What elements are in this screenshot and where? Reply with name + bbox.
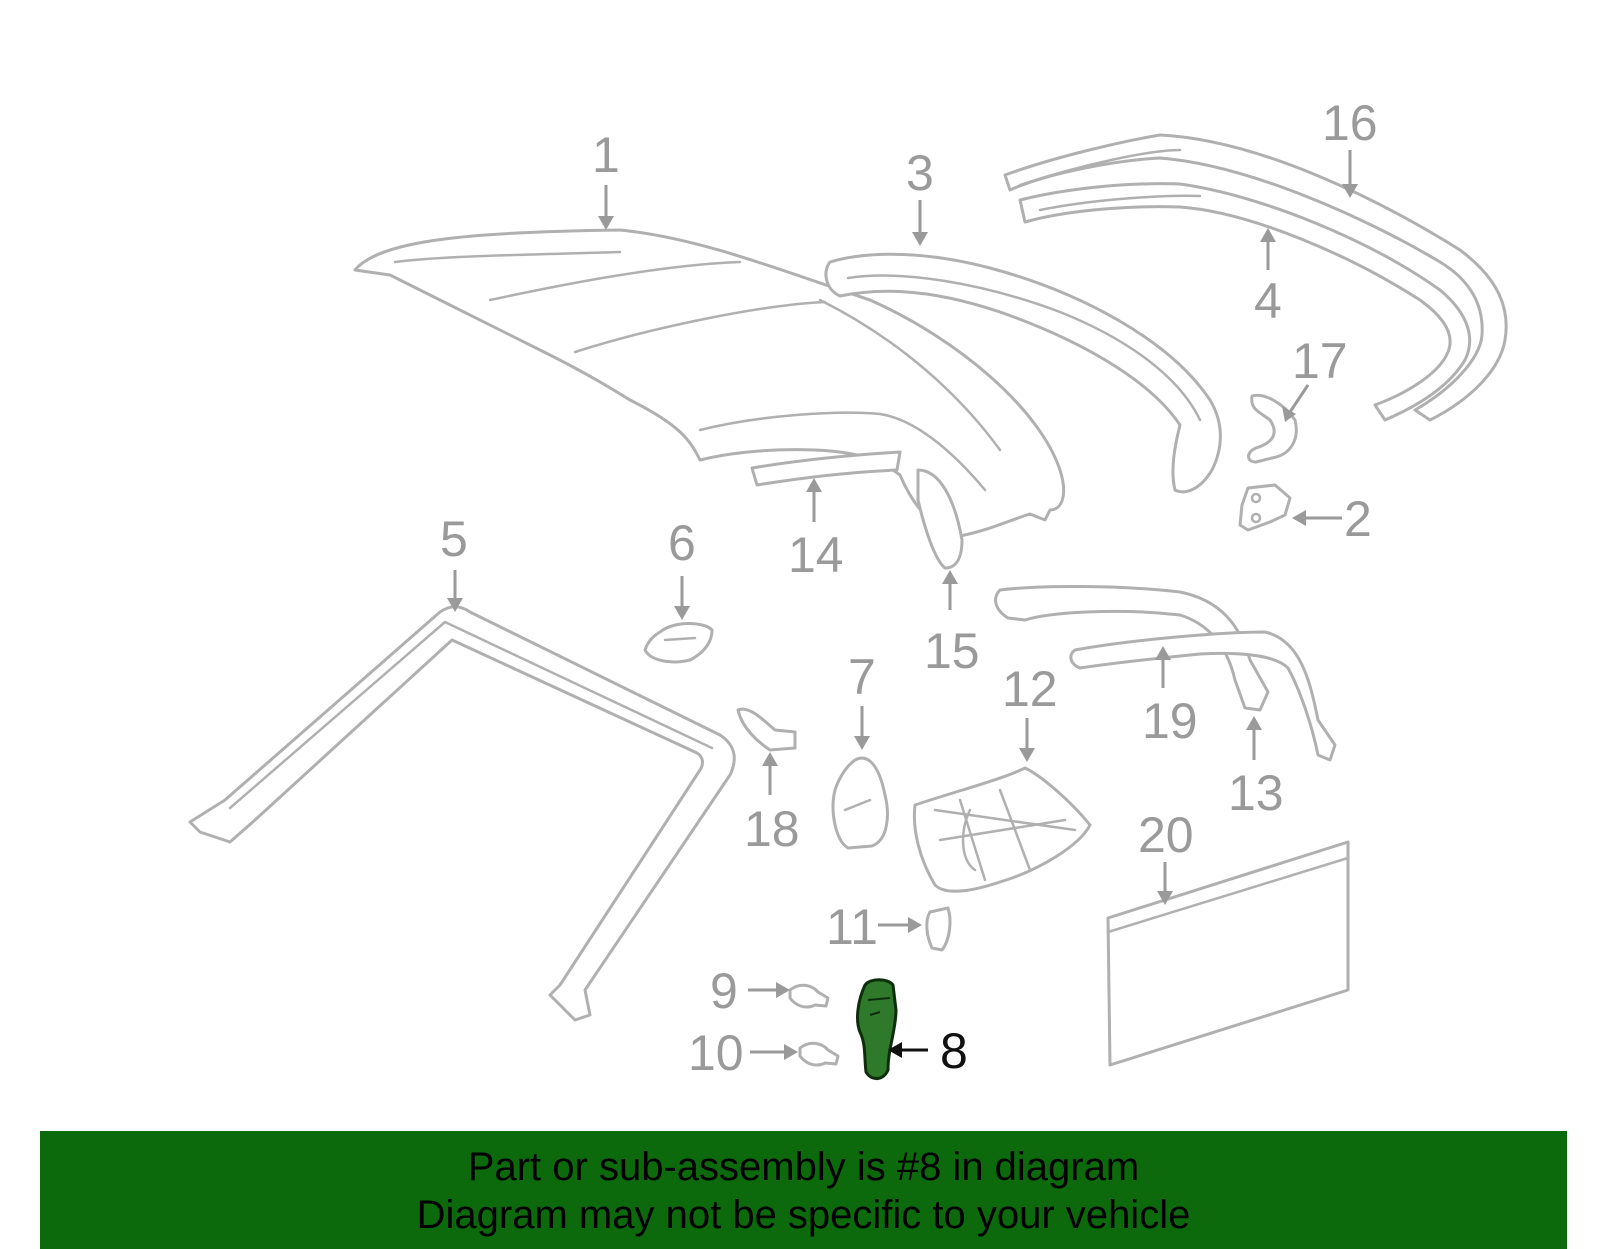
label-7: 7	[848, 649, 876, 705]
callout-16: 16	[1322, 95, 1378, 198]
label-18: 18	[744, 801, 800, 857]
callout-18: 18	[744, 752, 800, 857]
callout-8: 8	[888, 1023, 968, 1079]
callout-9: 9	[710, 963, 790, 1019]
label-16: 16	[1322, 95, 1378, 151]
callout-20: 20	[1138, 807, 1194, 905]
callout-12: 12	[1002, 661, 1058, 762]
part-3-weatherstrip[interactable]	[824, 252, 1222, 494]
callout-10: 10	[688, 1025, 798, 1081]
callout-5: 5	[440, 511, 468, 612]
callout-1: 1	[592, 127, 620, 230]
label-19: 19	[1142, 693, 1198, 749]
banner-line-2: Diagram may not be specific to your vehi…	[416, 1193, 1191, 1237]
part-17[interactable]	[1247, 393, 1298, 464]
part-20-panel[interactable]	[1106, 840, 1350, 1067]
callout-7: 7	[848, 649, 876, 750]
info-banner: Part or sub-assembly is #8 in diagram Di…	[40, 1131, 1567, 1249]
label-5: 5	[440, 511, 468, 567]
part-11[interactable]	[925, 906, 952, 952]
label-1: 1	[592, 127, 620, 183]
label-15: 15	[924, 623, 980, 679]
label-3: 3	[906, 145, 934, 201]
label-17: 17	[1292, 333, 1348, 389]
part-6-bracket[interactable]	[643, 622, 714, 664]
label-8: 8	[940, 1023, 968, 1079]
callout-3: 3	[906, 145, 934, 246]
part-2-bracket[interactable]	[1238, 483, 1292, 532]
part-10-fastener[interactable]	[798, 1041, 840, 1067]
parts-diagram: 1 3 16 4 17	[188, 95, 1508, 1081]
part-7-cover[interactable]	[831, 756, 889, 850]
label-6: 6	[668, 515, 696, 571]
callout-17: 17	[1282, 333, 1348, 422]
label-10: 10	[688, 1025, 744, 1081]
label-9: 9	[710, 963, 738, 1019]
part-9-fastener[interactable]	[788, 983, 830, 1009]
callout-14: 14	[788, 478, 844, 583]
part-18[interactable]	[736, 707, 797, 752]
part-12-mesh[interactable]	[912, 766, 1092, 893]
part-13-trim[interactable]	[994, 584, 1270, 712]
banner-line-1: Part or sub-assembly is #8 in diagram	[467, 1145, 1140, 1189]
part-16-rail[interactable]	[1003, 133, 1508, 422]
callout-19: 19	[1142, 646, 1198, 749]
callout-15: 15	[924, 570, 980, 679]
part-19-trim[interactable]	[1069, 630, 1337, 762]
label-13: 13	[1228, 765, 1284, 821]
part-5-frame[interactable]	[188, 605, 736, 1022]
label-4: 4	[1254, 273, 1282, 329]
label-20: 20	[1138, 807, 1194, 863]
callout-2: 2	[1292, 491, 1372, 547]
label-12: 12	[1002, 661, 1058, 717]
part-8-highlighted[interactable]	[856, 978, 898, 1080]
callout-4: 4	[1254, 228, 1282, 329]
part-4-rail[interactable]	[1018, 182, 1472, 422]
label-2: 2	[1344, 491, 1372, 547]
part-15-trim[interactable]	[916, 468, 964, 570]
label-14: 14	[788, 527, 844, 583]
part-14-trim[interactable]	[750, 450, 902, 487]
label-11: 11	[826, 899, 878, 955]
callout-11: 11	[826, 899, 922, 955]
callout-6: 6	[668, 515, 696, 620]
callout-13: 13	[1228, 716, 1284, 821]
